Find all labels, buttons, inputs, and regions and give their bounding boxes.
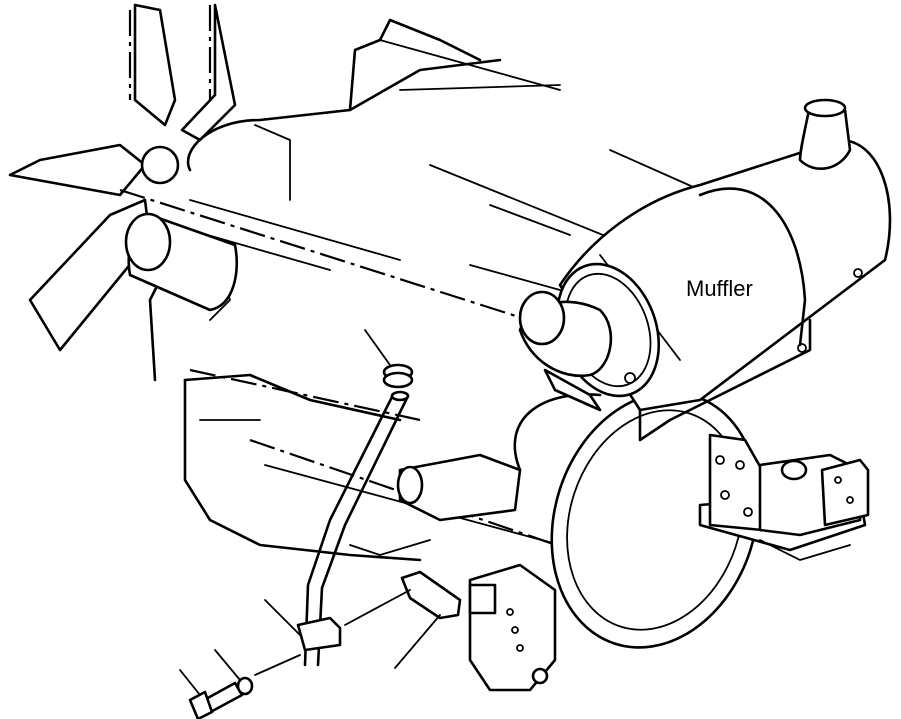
- cooling-fan: [8, 3, 237, 352]
- hose-clamp: [364, 329, 414, 389]
- flywheel-housing: [396, 391, 760, 692]
- engine-mount: [698, 433, 870, 561]
- muffler-label: Muffler: [686, 276, 753, 301]
- oil-filter: [124, 212, 239, 312]
- bracket-plate: [344, 570, 462, 669]
- dipstick-pipe: [296, 390, 410, 667]
- bolt-and-washer: [179, 599, 301, 719]
- muffler: Muffler: [518, 98, 892, 442]
